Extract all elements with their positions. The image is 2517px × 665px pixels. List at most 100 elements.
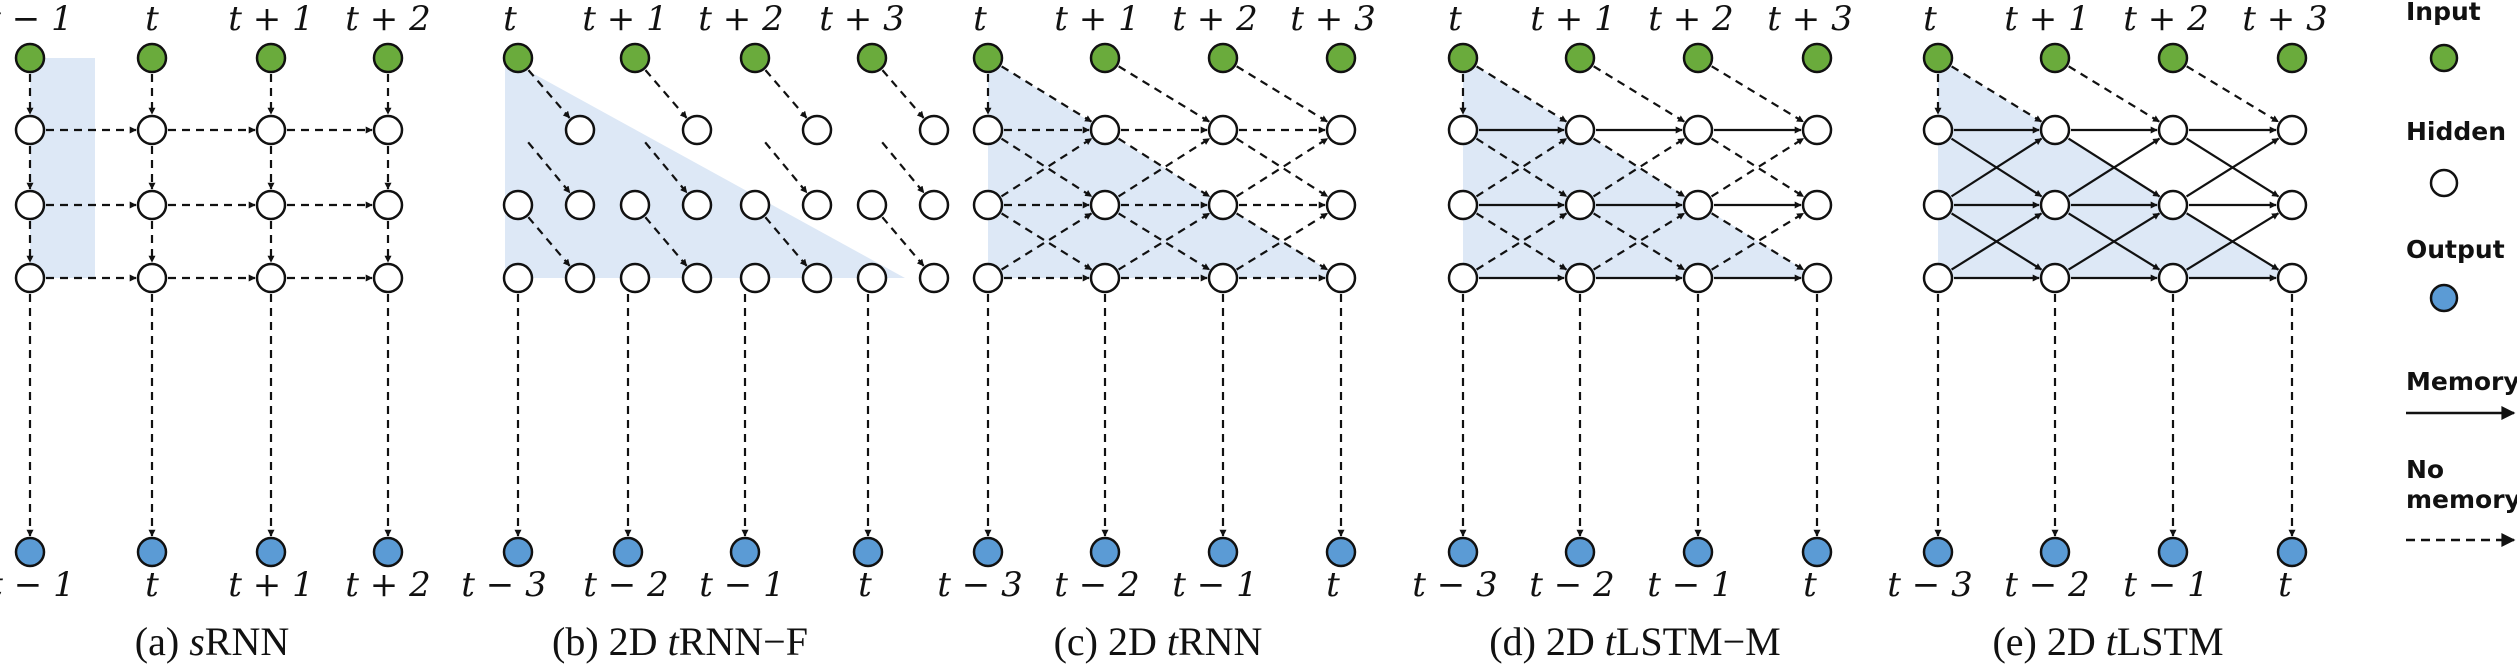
hidden-node (1682, 262, 1714, 294)
hidden-node (856, 189, 888, 221)
hidden-node (972, 262, 1004, 294)
output-node (1447, 536, 1479, 568)
hidden-node (1922, 262, 1954, 294)
input-node (502, 42, 534, 74)
top-label: t (503, 0, 517, 39)
no-memory-arrow (1117, 137, 1211, 198)
no-memory-arrow (1118, 212, 1210, 271)
no-memory-arrow (881, 69, 925, 119)
bottom-label: t (1326, 565, 1340, 605)
bottom-label: t − 2 (583, 565, 668, 605)
hidden-node (681, 262, 713, 294)
hidden-node (1564, 189, 1596, 221)
hidden-node (564, 114, 596, 146)
input-node (2276, 42, 2308, 74)
top-label: t + 1 (228, 0, 313, 39)
top-label: t + 2 (345, 0, 430, 39)
no-memory-arrow (1710, 137, 1805, 198)
hidden-node (1922, 114, 1954, 146)
hidden-node (619, 262, 651, 294)
hidden-node (502, 262, 534, 294)
input-node (1801, 42, 1833, 74)
hidden-node (972, 189, 1004, 221)
hidden-node (1089, 262, 1121, 294)
no-memory-arrow (1236, 212, 1328, 271)
hidden-node (502, 189, 534, 221)
hidden-node (2276, 262, 2308, 294)
output-node (1089, 536, 1121, 568)
input-node (1325, 42, 1357, 74)
hidden-node (136, 114, 168, 146)
panel-b: t t + 1 t + 2 t + 3 t − 3 t − 2 t − 1 t … (461, 0, 950, 664)
hidden-node (1325, 262, 1357, 294)
no-memory-arrow (1475, 137, 1568, 198)
output-node (972, 536, 1004, 568)
bottom-label: t + 2 (345, 565, 430, 605)
output-node (372, 536, 404, 568)
memory-arrow (2067, 137, 2161, 198)
top-label: t (145, 0, 159, 39)
hidden-node (619, 189, 651, 221)
no-memory-arrow (1592, 137, 1686, 198)
hidden-node (1447, 114, 1479, 146)
legend-memory-label: Memory (2406, 367, 2517, 396)
input-node (14, 42, 46, 74)
top-label: t + 1 (582, 0, 667, 39)
memory-arrow (1950, 212, 2043, 271)
bottom-label: t − 2 (2004, 565, 2089, 605)
input-node (372, 42, 404, 74)
output-node (852, 536, 884, 568)
no-memory-arrow (764, 216, 808, 267)
input-node (1564, 42, 1596, 74)
no-memory-arrow (1235, 137, 1329, 198)
no-memory-arrow (1711, 65, 1804, 123)
hidden-node (255, 189, 287, 221)
no-memory-arrow (1710, 137, 1805, 198)
top-label: t + 3 (2242, 0, 2327, 39)
no-memory-arrow (764, 69, 808, 119)
top-label: t (973, 0, 987, 39)
hidden-node (2276, 189, 2308, 221)
panel-caption: (a) sRNN (135, 619, 289, 664)
hidden-node (564, 262, 596, 294)
hidden-node (255, 114, 287, 146)
hidden-node (1447, 189, 1479, 221)
hidden-node (2039, 189, 2071, 221)
no-memory-arrow (1000, 212, 1093, 271)
top-label: t + 3 (1767, 0, 1852, 39)
hidden-node (681, 189, 713, 221)
output-node (1922, 536, 1954, 568)
input-node (255, 42, 287, 74)
no-memory-arrow (527, 69, 571, 119)
top-label: t + 1 (2004, 0, 2089, 39)
bottom-label: t − 2 (1054, 565, 1139, 605)
bottom-label: t − 3 (937, 565, 1022, 605)
legend-hidden-label: Hidden (2406, 117, 2506, 146)
bottom-label: t − 3 (1412, 565, 1497, 605)
hidden-node (2157, 189, 2189, 221)
output-node (136, 536, 168, 568)
input-node (136, 42, 168, 74)
no-memory-arrow (1000, 137, 1093, 198)
input-node (1682, 42, 1714, 74)
panel-a: t − 1 t t + 1 t + 2 t − 1 t t + 1 t + 2 … (0, 0, 431, 664)
hidden-node (564, 189, 596, 221)
hidden-node (739, 189, 771, 221)
hidden-node (801, 189, 833, 221)
memory-arrow (1950, 137, 2043, 198)
hidden-node (1922, 189, 1954, 221)
bottom-label: t (145, 565, 159, 605)
panel-caption: (b) 2D tRNN−F (552, 619, 808, 664)
no-memory-arrow (1001, 65, 1092, 123)
hidden-node (372, 262, 404, 294)
hidden-node (1682, 189, 1714, 221)
panel-caption: (e) 2D tLSTM (1992, 619, 2223, 664)
hidden-node (1207, 262, 1239, 294)
no-memory-arrow (1951, 65, 2042, 123)
top-label: t (1923, 0, 1937, 39)
hidden-node (1207, 189, 1239, 221)
top-label: t + 2 (2123, 0, 2208, 39)
hidden-node (972, 114, 1004, 146)
hidden-node (1801, 114, 1833, 146)
input-node (972, 42, 1004, 74)
